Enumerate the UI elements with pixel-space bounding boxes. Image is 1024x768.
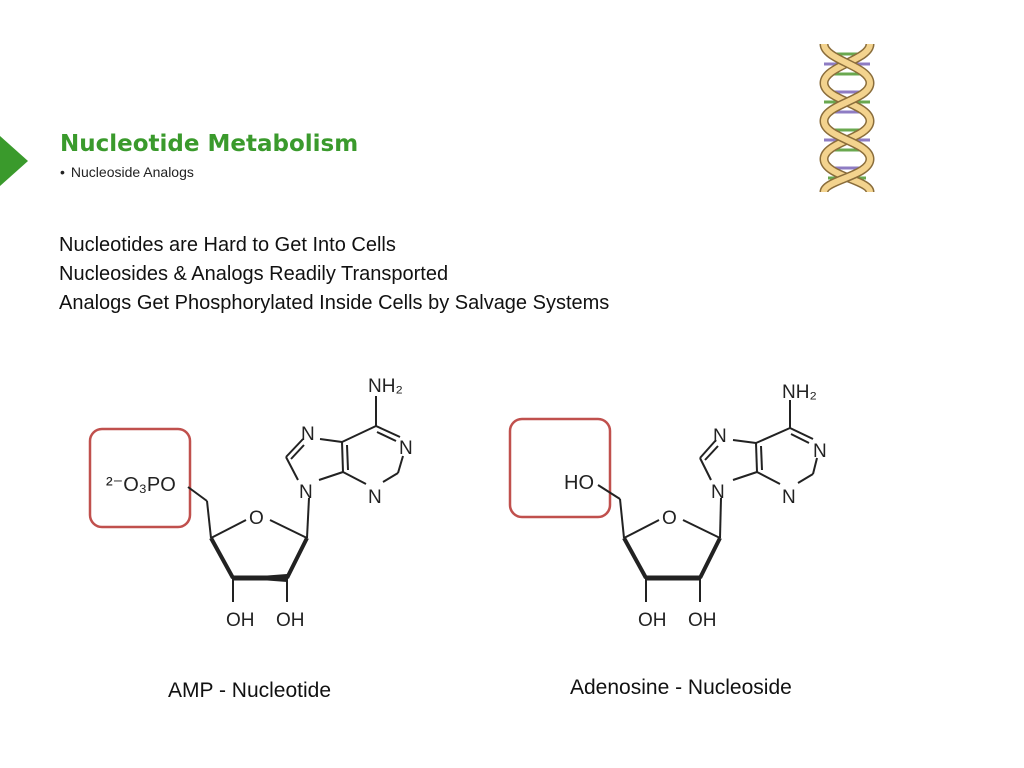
body-line: Analogs Get Phosphorylated Inside Cells … — [59, 292, 610, 314]
bullet-icon: • — [60, 164, 65, 180]
hydroxyl-right-label: OH — [276, 610, 305, 631]
nitrogen-label: N — [368, 487, 382, 508]
ring-oxygen-label: O — [249, 508, 264, 529]
phosphate-highlight-box — [88, 427, 192, 529]
amine-label: NH₂ — [782, 382, 817, 403]
slide-marker-arrow — [0, 136, 28, 186]
hydroxyl-left-label: OH — [226, 610, 255, 631]
amine-label: NH₂ — [368, 376, 403, 397]
nitrogen-label: N — [711, 482, 725, 503]
subtitle-text: Nucleoside Analogs — [70, 164, 194, 180]
dna-helix-icon — [819, 42, 875, 192]
hydroxyl-highlight-box — [508, 417, 612, 519]
amp-caption: AMP - Nucleotide — [168, 679, 332, 702]
slide-subtitle: • Nucleoside Analogs — [60, 164, 194, 180]
nitrogen-label: N — [813, 441, 827, 462]
phosphate-group-label: ²⁻O₃PO — [106, 474, 176, 496]
body-line: Nucleotides are Hard to Get Into Cells — [59, 234, 396, 256]
adenosine-structure: HO O NH₂ N N N N OH OH — [508, 382, 827, 631]
hydroxyl-group-label: HO — [564, 472, 594, 494]
body-text: Nucleotides are Hard to Get Into Cells N… — [59, 231, 609, 318]
hydroxyl-left-label: OH — [638, 610, 667, 631]
nitrogen-label: N — [782, 487, 796, 508]
nitrogen-label: N — [299, 482, 313, 503]
nitrogen-label: N — [301, 424, 315, 445]
nitrogen-label: N — [399, 438, 413, 459]
amp-structure: ²⁻O₃PO O NH₂ N N N N — [88, 376, 413, 631]
body-line: Nucleosides & Analogs Readily Transporte… — [59, 263, 449, 285]
adenosine-caption: Adenosine - Nucleoside — [570, 676, 792, 699]
hydroxyl-right-label: OH — [688, 610, 717, 631]
slide-title: Nucleotide Metabolism — [60, 131, 359, 157]
ring-oxygen-label: O — [662, 508, 677, 529]
nitrogen-label: N — [713, 426, 727, 447]
